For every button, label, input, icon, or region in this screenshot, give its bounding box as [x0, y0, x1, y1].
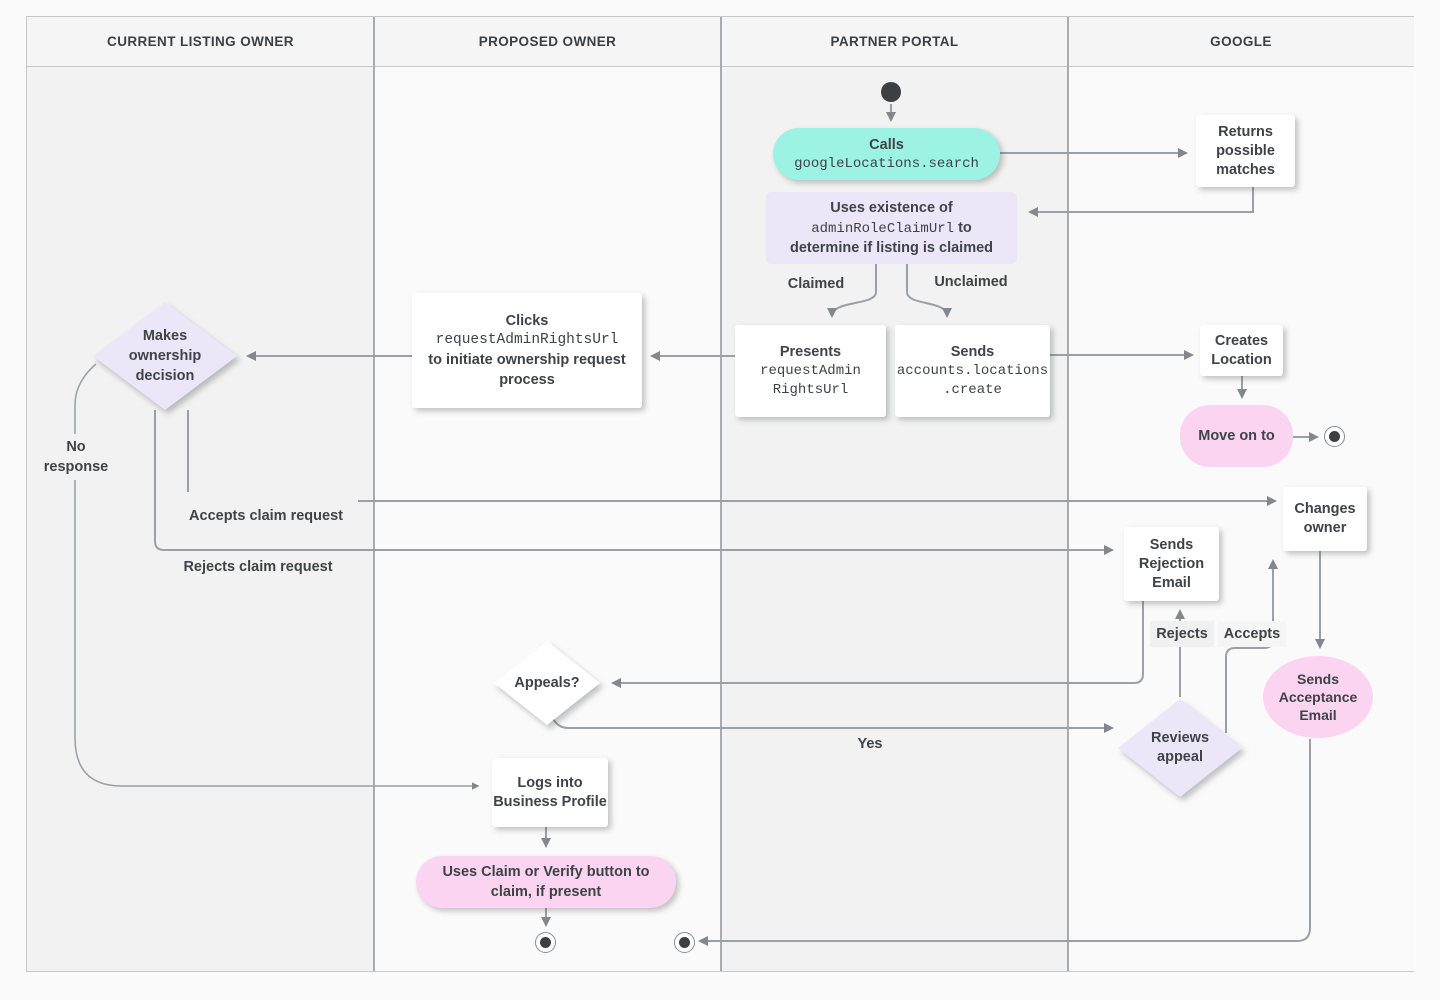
- lane-proposed-owner: [374, 67, 721, 971]
- api-code-text: accounts.locations: [896, 363, 1049, 379]
- api-code-text: requestAdminRightsUrl: [435, 332, 619, 348]
- node-text-line: Clicks: [505, 313, 549, 329]
- edge-label-no-response: No response: [38, 434, 114, 480]
- node-label: Sends Acceptance Email: [1278, 671, 1358, 723]
- lane-header-current-listing-owner: CURRENT LISTING OWNER: [27, 17, 374, 67]
- node-changes-owner: Changes owner: [1283, 487, 1367, 551]
- node-calls-googlelocations-search: Calls googleLocations.search: [773, 128, 1000, 180]
- edge-label-unclaimed: Unclaimed: [934, 274, 1008, 290]
- node-sends-acceptance-email: Sends Acceptance Email: [1263, 656, 1373, 738]
- lane-header-google: GOOGLE: [1068, 17, 1414, 67]
- node-presents-requestadminrightsurl: Presents requestAdmin RightsUrl: [735, 325, 886, 417]
- node-title: Sends: [950, 344, 995, 360]
- node-label: Logs into Business Profile: [493, 774, 607, 810]
- node-label: Move on to: [1198, 428, 1275, 444]
- api-code-text: googleLocations.search: [794, 155, 979, 172]
- node-makes-ownership-decision: Makes ownership decision: [93, 302, 237, 410]
- lane-divider: [720, 17, 722, 971]
- node-creates-location: Creates Location: [1200, 325, 1283, 376]
- node-appeals: Appeals?: [494, 641, 600, 725]
- node-text-line: determine if listing is claimed: [789, 239, 994, 256]
- lane-title: GOOGLE: [1210, 34, 1272, 49]
- node-label: Creates Location: [1211, 332, 1272, 368]
- node-reviews-appeal: Reviews appeal: [1118, 699, 1242, 797]
- api-code-text: RightsUrl: [772, 382, 849, 398]
- node-label: Returns possible matches: [1216, 123, 1275, 178]
- node-clicks-requestadminrightsurl: Clicks requestAdminRightsUrl to initiate…: [412, 293, 642, 408]
- node-uses-claim-or-verify: Uses Claim or Verify button to claim, if…: [416, 856, 676, 908]
- lane-header-proposed-owner: PROPOSED OWNER: [374, 17, 721, 67]
- edge-label-accepts: Accepts: [1218, 621, 1286, 647]
- edge-label-yes: Yes: [848, 733, 892, 755]
- start-node: [881, 82, 901, 102]
- edge-label-claimed: Claimed: [787, 276, 845, 292]
- node-label: Sends Rejection Email: [1138, 536, 1205, 591]
- end-node: [535, 932, 556, 953]
- end-node: [674, 932, 695, 953]
- node-uses-existence-adminroleclaimurl: Uses existence of adminRoleClaimUrl to d…: [766, 192, 1017, 264]
- node-label: Appeals?: [514, 675, 580, 691]
- node-label: Reviews appeal: [1150, 730, 1210, 765]
- lane-title: PARTNER PORTAL: [830, 34, 959, 49]
- end-node: [1324, 426, 1345, 447]
- node-logs-into-business-profile: Logs into Business Profile: [492, 758, 608, 827]
- node-label: Makes ownership decision: [128, 328, 202, 384]
- edge-label-rejects: Rejects: [1150, 621, 1214, 647]
- node-label: Changes owner: [1294, 501, 1356, 536]
- node-move-on-to: Move on to: [1180, 405, 1293, 467]
- node-sends-accounts-locations-create: Sends accounts.locations .create: [895, 325, 1050, 417]
- lane-divider: [373, 17, 375, 971]
- node-text-line: to initiate ownership request process: [428, 352, 626, 388]
- node-text-line: to: [954, 219, 972, 236]
- api-code-text: adminRoleClaimUrl: [811, 220, 955, 237]
- api-code-text: .create: [943, 382, 1002, 398]
- node-label: Uses Claim or Verify button to claim, if…: [442, 864, 650, 900]
- edge-label-accepts-claim-request: Accepts claim request: [174, 492, 358, 526]
- node-returns-possible-matches: Returns possible matches: [1196, 115, 1295, 187]
- api-code-text: requestAdmin: [760, 363, 861, 379]
- lane-header-partner-portal: PARTNER PORTAL: [721, 17, 1068, 67]
- node-title: Calls: [869, 136, 904, 153]
- node-sends-rejection-email: Sends Rejection Email: [1124, 527, 1219, 601]
- lane-divider: [1067, 17, 1069, 971]
- edge-label-rejects-claim-request: Rejects claim request: [172, 556, 344, 578]
- node-title: Presents: [779, 344, 842, 360]
- node-text-line: Uses existence of: [830, 199, 953, 216]
- lane-title: CURRENT LISTING OWNER: [107, 34, 294, 49]
- lane-title: PROPOSED OWNER: [478, 34, 617, 49]
